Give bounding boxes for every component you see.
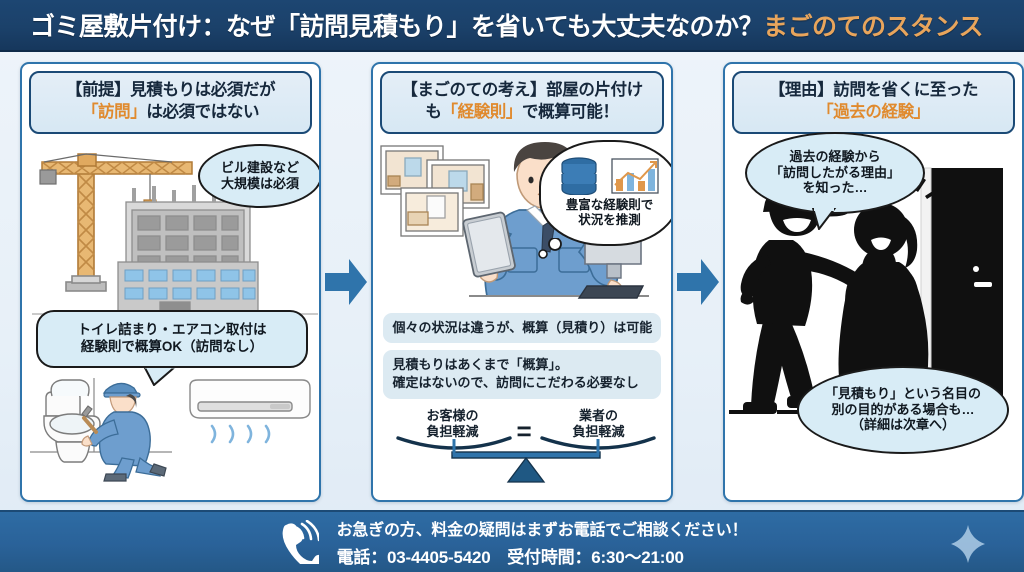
page-title: ゴミ屋敷片付け：なぜ「訪問見積もり」を省いても大丈夫なのか？まごのてのスタンス [30, 7, 984, 43]
scale-equals-sign: = [516, 415, 532, 446]
panel-premise-art: ビル建設など 大規模は必須 トイレ詰まり・エアコン取付は 経験則で概算OK（訪問… [22, 134, 320, 482]
panel-magonote-idea: 【まごのての考え】部屋の片付け も「経験則」で概算可能！ [371, 62, 673, 502]
page-title-accent: まごのてのスタンス [763, 13, 984, 41]
bubble-hidden-purpose: 「見積もり」という名目の 別の目的がある場合も… （詳細は次章へ） [796, 365, 1009, 454]
panel-magonote-headline-1: 【まごのての考え】部屋の片付け [401, 81, 643, 99]
bubble-large-scale-line-1: ビル建設など [220, 159, 299, 175]
scale-label-contractor-line-2: 負担軽減 [572, 424, 625, 440]
panel-magonote-headline-2-rest: で概算可能！ [522, 102, 619, 121]
panel-premise-headline-2-accent: 「訪問」 [81, 102, 147, 121]
infobox-estimate-approximate-line-1: 見積もりはあくまで「概算」。 [392, 356, 568, 372]
scale-label-customer-line-2: 負担軽減 [426, 424, 479, 440]
arrow-cell-2 [673, 62, 723, 502]
scale-label-customer-line-1: お客様の [426, 407, 479, 423]
thought-bubble-line-1: 豊富な経験則で [565, 197, 654, 212]
bubble-tail-icon [142, 365, 178, 386]
bubble-small-jobs-line-1: トイレ詰まり・エアコン取付は [77, 322, 267, 338]
thought-bubble-dots-icon [538, 237, 563, 259]
thought-bubble-icons [561, 157, 660, 195]
panel-magonote-headline-2-pre: も [425, 102, 442, 121]
sparkle-icon [951, 525, 985, 563]
bubble-past-experience-line-3: を知った… [802, 180, 868, 196]
page-footer: お急ぎの方、料金の疑問はまずお電話でご相談ください！ 電話：03-4405-54… [0, 510, 1024, 572]
footer-line-1: お急ぎの方、料金の疑問はまずお電話でご相談ください！ [336, 522, 748, 539]
panel-row: 【前提】見積もりは必須だが 「訪問」は必須ではない [0, 62, 1024, 510]
bubble-past-experience-line-1: 過去の経験から [789, 148, 881, 164]
infobox-estimate-possible-line-1: 個々の状況は違うが、概算（見積り）は可能 [392, 319, 653, 335]
panel-premise-headline-2-rest: は必須ではない [146, 102, 260, 121]
panel-reason: 【理由】訪問を省くに至った 「過去の経験」 [722, 62, 1024, 502]
panel-reason-headline-2: 「過去の経験」 [817, 102, 930, 121]
page-title-main: ゴミ屋敷片付け：なぜ「訪問見積もり」を省いても大丈夫なのか？ [30, 13, 764, 41]
footer-contact-text: お急ぎの方、料金の疑問はまずお電話でご相談ください！ 電話：03-4405-54… [337, 516, 748, 568]
bubble-small-jobs-ok: トイレ詰まり・エアコン取付は 経験則で概算OK（訪問なし） [36, 309, 308, 368]
footer-line-2: 電話：03-4405-5420 受付時間：6:30〜21:00 [336, 548, 684, 567]
panel-magonote-headline-2-accent: 「経験則」 [441, 102, 522, 121]
bubble-large-scale-line-2: 大規模は必須 [220, 175, 299, 191]
scale-label-contractor: 業者の 負担軽減 [553, 408, 643, 441]
room-photos-illustration [380, 144, 491, 237]
scale-label-contractor-line-1: 業者の [578, 407, 618, 423]
bubble-hidden-purpose-line-1: 「見積もり」という名目の [824, 385, 981, 401]
panel-premise: 【前提】見積もりは必須だが 「訪問」は必須ではない [20, 62, 322, 502]
panel-reason-headline-1: 【理由】訪問を省くに至った [768, 81, 979, 99]
bubble-past-experience-line-2: 「訪問したがる理由」 [769, 164, 900, 180]
thought-bubble-line-2: 状況を推測 [578, 213, 641, 228]
balance-scale-icon [396, 436, 657, 483]
bubble-tail-2-icon [811, 207, 837, 230]
bubble-hidden-purpose-line-2: 別の目的がある場合も… [831, 401, 975, 417]
arrow-panel1-to-panel2-icon [325, 259, 368, 305]
toilet-repair-and-aircon-illustration [30, 377, 311, 482]
panel-reason-header: 【理由】訪問を省くに至った 「過去の経験」 [731, 71, 1015, 134]
panel-magonote-header: 【まごのての考え】部屋の片付け も「経験則」で概算可能！ [380, 71, 664, 134]
thought-bubble-experience: 豊富な経験則で 状況を推測 [539, 139, 671, 246]
phone-ringing-icon [282, 520, 319, 564]
arrow-cell-1 [321, 62, 371, 502]
panel-magonote-headline-2: も「経験則」で概算可能！ [388, 102, 655, 124]
infobox-estimate-possible: 個々の状況は違うが、概算（見積り）は可能 [383, 312, 661, 343]
bubble-past-experience: 過去の経験から 「訪問したがる理由」 を知った… [744, 131, 925, 214]
construction-crane-building-illustration [32, 152, 318, 315]
scale-label-customer: お客様の 負担軽減 [407, 408, 497, 441]
bar-chart-icon [611, 158, 660, 194]
bubble-large-scale-required: ビル建設など 大規模は必須 [198, 143, 320, 208]
panel-premise-headline-2: 「訪問」は必須ではない [37, 102, 304, 124]
bubble-small-jobs-line-2: 経験則で概算OK（訪問なし） [80, 338, 264, 354]
balance-scale: お客様の 負担軽減 = 業者の 負担軽減 [373, 406, 670, 484]
panel-magonote-art: 豊富な経験則で 状況を推測 [373, 134, 671, 309]
panel-premise-header: 【前提】見積もりは必須だが 「訪問」は必須ではない [29, 71, 313, 134]
infobox-estimate-approximate-line-2: 確定はないので、訪問にこだわる必要なし [392, 375, 639, 391]
arrow-panel2-to-panel3-icon [676, 259, 719, 305]
page-header: ゴミ屋敷片付け：なぜ「訪問見積もり」を省いても大丈夫なのか？まごのてのスタンス [0, 0, 1024, 52]
database-icon [561, 157, 598, 195]
infobox-estimate-approximate: 見積もりはあくまで「概算」。 確定はないので、訪問にこだわる必要なし [383, 349, 661, 399]
panel-premise-headline-1: 【前提】見積もりは必須だが [65, 81, 276, 99]
panel-reason-art: 過去の経験から 「訪問したがる理由」 を知った… 「見積もり」という名目の 別の… [724, 131, 1022, 482]
bubble-hidden-purpose-line-3: （詳細は次章へ） [850, 417, 955, 433]
